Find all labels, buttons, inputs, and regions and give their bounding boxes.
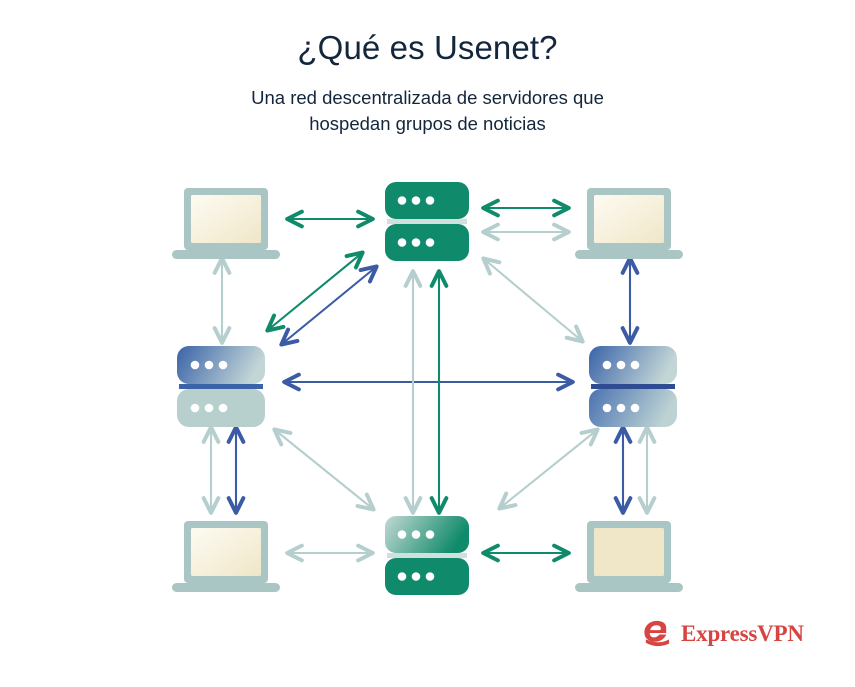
connection-server-middle-left-to-server-bottom-center	[272, 427, 376, 512]
node-server-middle-left	[177, 346, 265, 427]
connection-server-bottom-center-to-server-middle-right	[497, 427, 600, 511]
node-laptop-top-left	[172, 188, 280, 259]
page-title: ¿Qué es Usenet?	[297, 29, 558, 66]
heading-block: ¿Qué es Usenet? Una red descentralizada …	[0, 0, 855, 137]
connection-server-middle-left-to-laptop-bottom-left	[201, 425, 246, 515]
page-subtitle-line-2: hospedan grupos de noticias	[309, 112, 546, 134]
node-laptop-bottom-right	[575, 521, 683, 592]
connection-layer	[201, 198, 657, 563]
connection-server-top-center-to-server-bottom-center	[403, 269, 449, 515]
page-subtitle-line-1: Una red descentralizada de servidores qu…	[251, 86, 604, 108]
expressvpn-logo-mark-icon	[644, 620, 670, 646]
node-laptop-bottom-left	[172, 521, 280, 592]
expressvpn-wordmark: ExpressVPN	[681, 620, 804, 646]
node-server-bottom-center	[385, 516, 469, 595]
connection-server-middle-left-to-server-top-center	[265, 250, 379, 347]
page-subtitle: Una red descentralizada de servidores qu…	[0, 68, 855, 138]
connection-server-top-center-to-server-middle-right	[481, 256, 585, 344]
connection-server-top-center-to-laptop-top-right	[481, 198, 571, 242]
connection-server-middle-right-to-laptop-bottom-right	[613, 425, 657, 515]
node-server-top-center	[385, 182, 469, 261]
expressvpn-logo: ExpressVPN	[641, 612, 804, 654]
node-server-middle-right	[589, 346, 677, 427]
node-laptop-top-right	[575, 188, 683, 259]
